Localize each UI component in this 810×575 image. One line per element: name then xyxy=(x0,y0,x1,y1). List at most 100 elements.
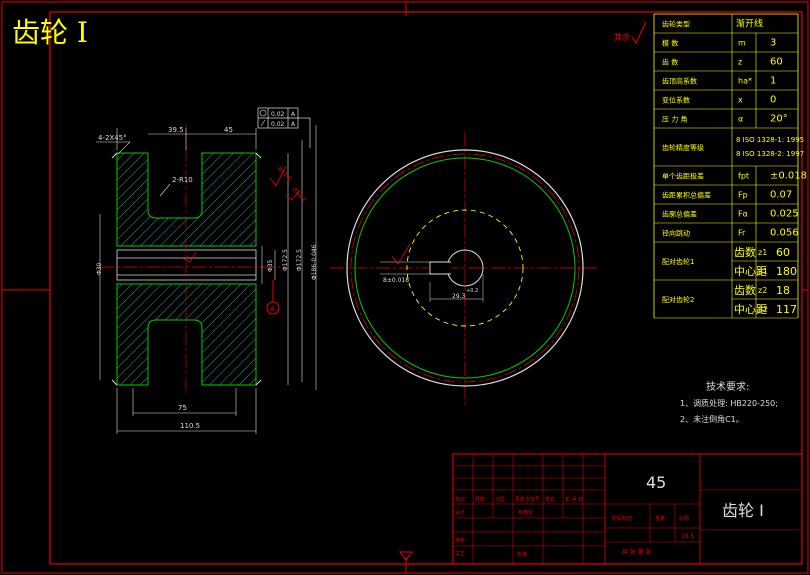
runout-icon xyxy=(259,109,267,117)
svg-text:Ra1.6: Ra1.6 xyxy=(276,166,293,183)
mating-key: 中心距 xyxy=(734,265,767,278)
param-symbol: Fp xyxy=(738,191,748,200)
svg-text:审核: 审核 xyxy=(455,537,465,544)
param-value: 渐开线 xyxy=(736,18,763,30)
mating-symbol: z2 xyxy=(758,286,767,295)
svg-text:Ra3.2: Ra3.2 xyxy=(291,186,308,203)
front-view: 8±0.018 29.3 +0.2 xyxy=(330,132,600,405)
svg-text:8±0.018: 8±0.018 xyxy=(383,277,409,284)
param-label: 齿廓总偏差 xyxy=(662,210,697,219)
param-symbol: α xyxy=(738,115,743,124)
material: 45 xyxy=(646,473,666,492)
param-value: 8 ISO 1328-1: 1995 xyxy=(736,136,804,144)
param-label: 单个齿距极差 xyxy=(662,172,704,181)
param-symbol: Fr xyxy=(738,229,746,238)
param-value: 0 xyxy=(770,95,776,106)
svg-text:A: A xyxy=(291,121,296,128)
svg-text:75: 75 xyxy=(178,404,187,412)
svg-text:标准化: 标准化 xyxy=(518,509,533,516)
svg-text:Φ186-0.046: Φ186-0.046 xyxy=(311,244,318,280)
mating-value: 180 xyxy=(776,265,797,278)
param-value: 0.056 xyxy=(770,228,799,239)
mating-key: 中心距 xyxy=(734,303,767,316)
tech-heading: 技术要求: xyxy=(706,380,749,393)
mating-symbol: a2 xyxy=(758,305,768,314)
svg-text:设计: 设计 xyxy=(455,509,465,516)
param-symbol: x xyxy=(738,96,743,105)
centering-arrow-icon xyxy=(399,551,413,561)
param-symbol: m xyxy=(738,39,746,48)
param-value: 0.025 xyxy=(770,209,799,220)
tech-item-1: 1、调质处理: HB220-250; xyxy=(680,398,778,408)
svg-text:0.02: 0.02 xyxy=(271,111,285,118)
technical-requirements: 技术要求: 1、调质处理: HB220-250; 2、未注倒角C1。 xyxy=(680,380,778,424)
param-value: 0.07 xyxy=(770,190,792,201)
param-label: 齿 数 xyxy=(662,58,678,67)
param-symbol: ha* xyxy=(738,77,752,86)
svg-text:标记: 标记 xyxy=(455,496,465,503)
param-value: 8 ISO 1328-2: 1997 xyxy=(736,150,804,158)
svg-text:其余: 其余 xyxy=(614,32,630,42)
mating-key: 齿数 xyxy=(734,284,756,297)
svg-text:批准: 批准 xyxy=(517,551,527,558)
param-symbol: Fα xyxy=(738,210,748,219)
mating-label: 配对齿轮2 xyxy=(662,295,694,304)
svg-text:工艺: 工艺 xyxy=(455,551,465,557)
slash-icon xyxy=(260,119,266,127)
mating-label: 配对齿轮1 xyxy=(662,257,694,266)
title-block: 标记 处数 分区 更改文件号 签名 年.月.日 设计 标准化 阶段标记 重量 比… xyxy=(452,453,803,565)
svg-text:2-R10: 2-R10 xyxy=(172,176,193,184)
svg-text:39.5: 39.5 xyxy=(168,126,184,134)
svg-text:年.月.日: 年.月.日 xyxy=(565,496,583,503)
mating-key: 齿数 xyxy=(734,246,756,259)
mating-value: 18 xyxy=(776,284,790,297)
svg-text:29.3: 29.3 xyxy=(452,293,466,300)
svg-text:处数: 处数 xyxy=(475,496,485,503)
svg-text:Φ30: Φ30 xyxy=(96,262,103,275)
svg-text:分区: 分区 xyxy=(495,496,505,503)
svg-text:45: 45 xyxy=(224,126,233,134)
param-label: 模 数 xyxy=(662,39,678,48)
tolerance-frame: 0.02 0.02 A A xyxy=(257,107,311,148)
param-label: 齿轮类型 xyxy=(662,20,690,29)
param-value: 1 xyxy=(770,76,776,87)
mating-value: 60 xyxy=(776,246,790,259)
datum-marker: A xyxy=(266,280,280,315)
svg-text:4-2X45°: 4-2X45° xyxy=(98,134,127,142)
param-label: 变位系数 xyxy=(662,96,690,105)
mating-symbol: a1 xyxy=(758,267,768,276)
svg-text:+0.2: +0.2 xyxy=(466,288,478,294)
svg-text:更改文件号: 更改文件号 xyxy=(515,496,540,503)
inner-frame xyxy=(49,11,803,565)
drawing-title: 齿轮 I xyxy=(12,16,88,49)
mating-value: 117 xyxy=(776,303,797,316)
svg-text:Φ172.5: Φ172.5 xyxy=(296,249,303,271)
param-symbol: z xyxy=(738,58,742,67)
param-label: 齿距累积总偏差 xyxy=(662,191,711,200)
section-view: 39.5 45 4-2X45° 2-R10 75 110.5 Φ30 Φ35 Φ… xyxy=(96,107,318,434)
param-label: 径向跳动 xyxy=(662,229,690,238)
param-value: 20° xyxy=(770,114,788,125)
tech-item-2: 2、未注倒角C1。 xyxy=(680,414,744,424)
param-value: ±0.018 xyxy=(770,171,807,182)
svg-text:A: A xyxy=(291,111,296,118)
svg-text:Φ172.5: Φ172.5 xyxy=(282,249,289,271)
param-label: 压 力 角 xyxy=(662,115,687,124)
param-value: 60 xyxy=(770,57,783,68)
svg-text:重量: 重量 xyxy=(655,515,665,522)
svg-text:签名: 签名 xyxy=(545,496,555,503)
scale-value: 16.5 xyxy=(681,533,695,540)
param-label: 齿轮精度等级 xyxy=(662,143,704,152)
roughness-rest-symbol: 其余 xyxy=(614,21,647,45)
svg-text:A: A xyxy=(270,305,275,313)
svg-text:Φ35: Φ35 xyxy=(267,259,274,272)
svg-text:110.5: 110.5 xyxy=(180,422,200,430)
svg-text:0.02: 0.02 xyxy=(271,121,285,128)
param-label: 齿顶高系数 xyxy=(662,77,697,86)
part-name: 齿轮 I xyxy=(722,501,764,520)
svg-text:阶段标记: 阶段标记 xyxy=(612,515,632,522)
param-symbol: fpt xyxy=(738,172,749,181)
